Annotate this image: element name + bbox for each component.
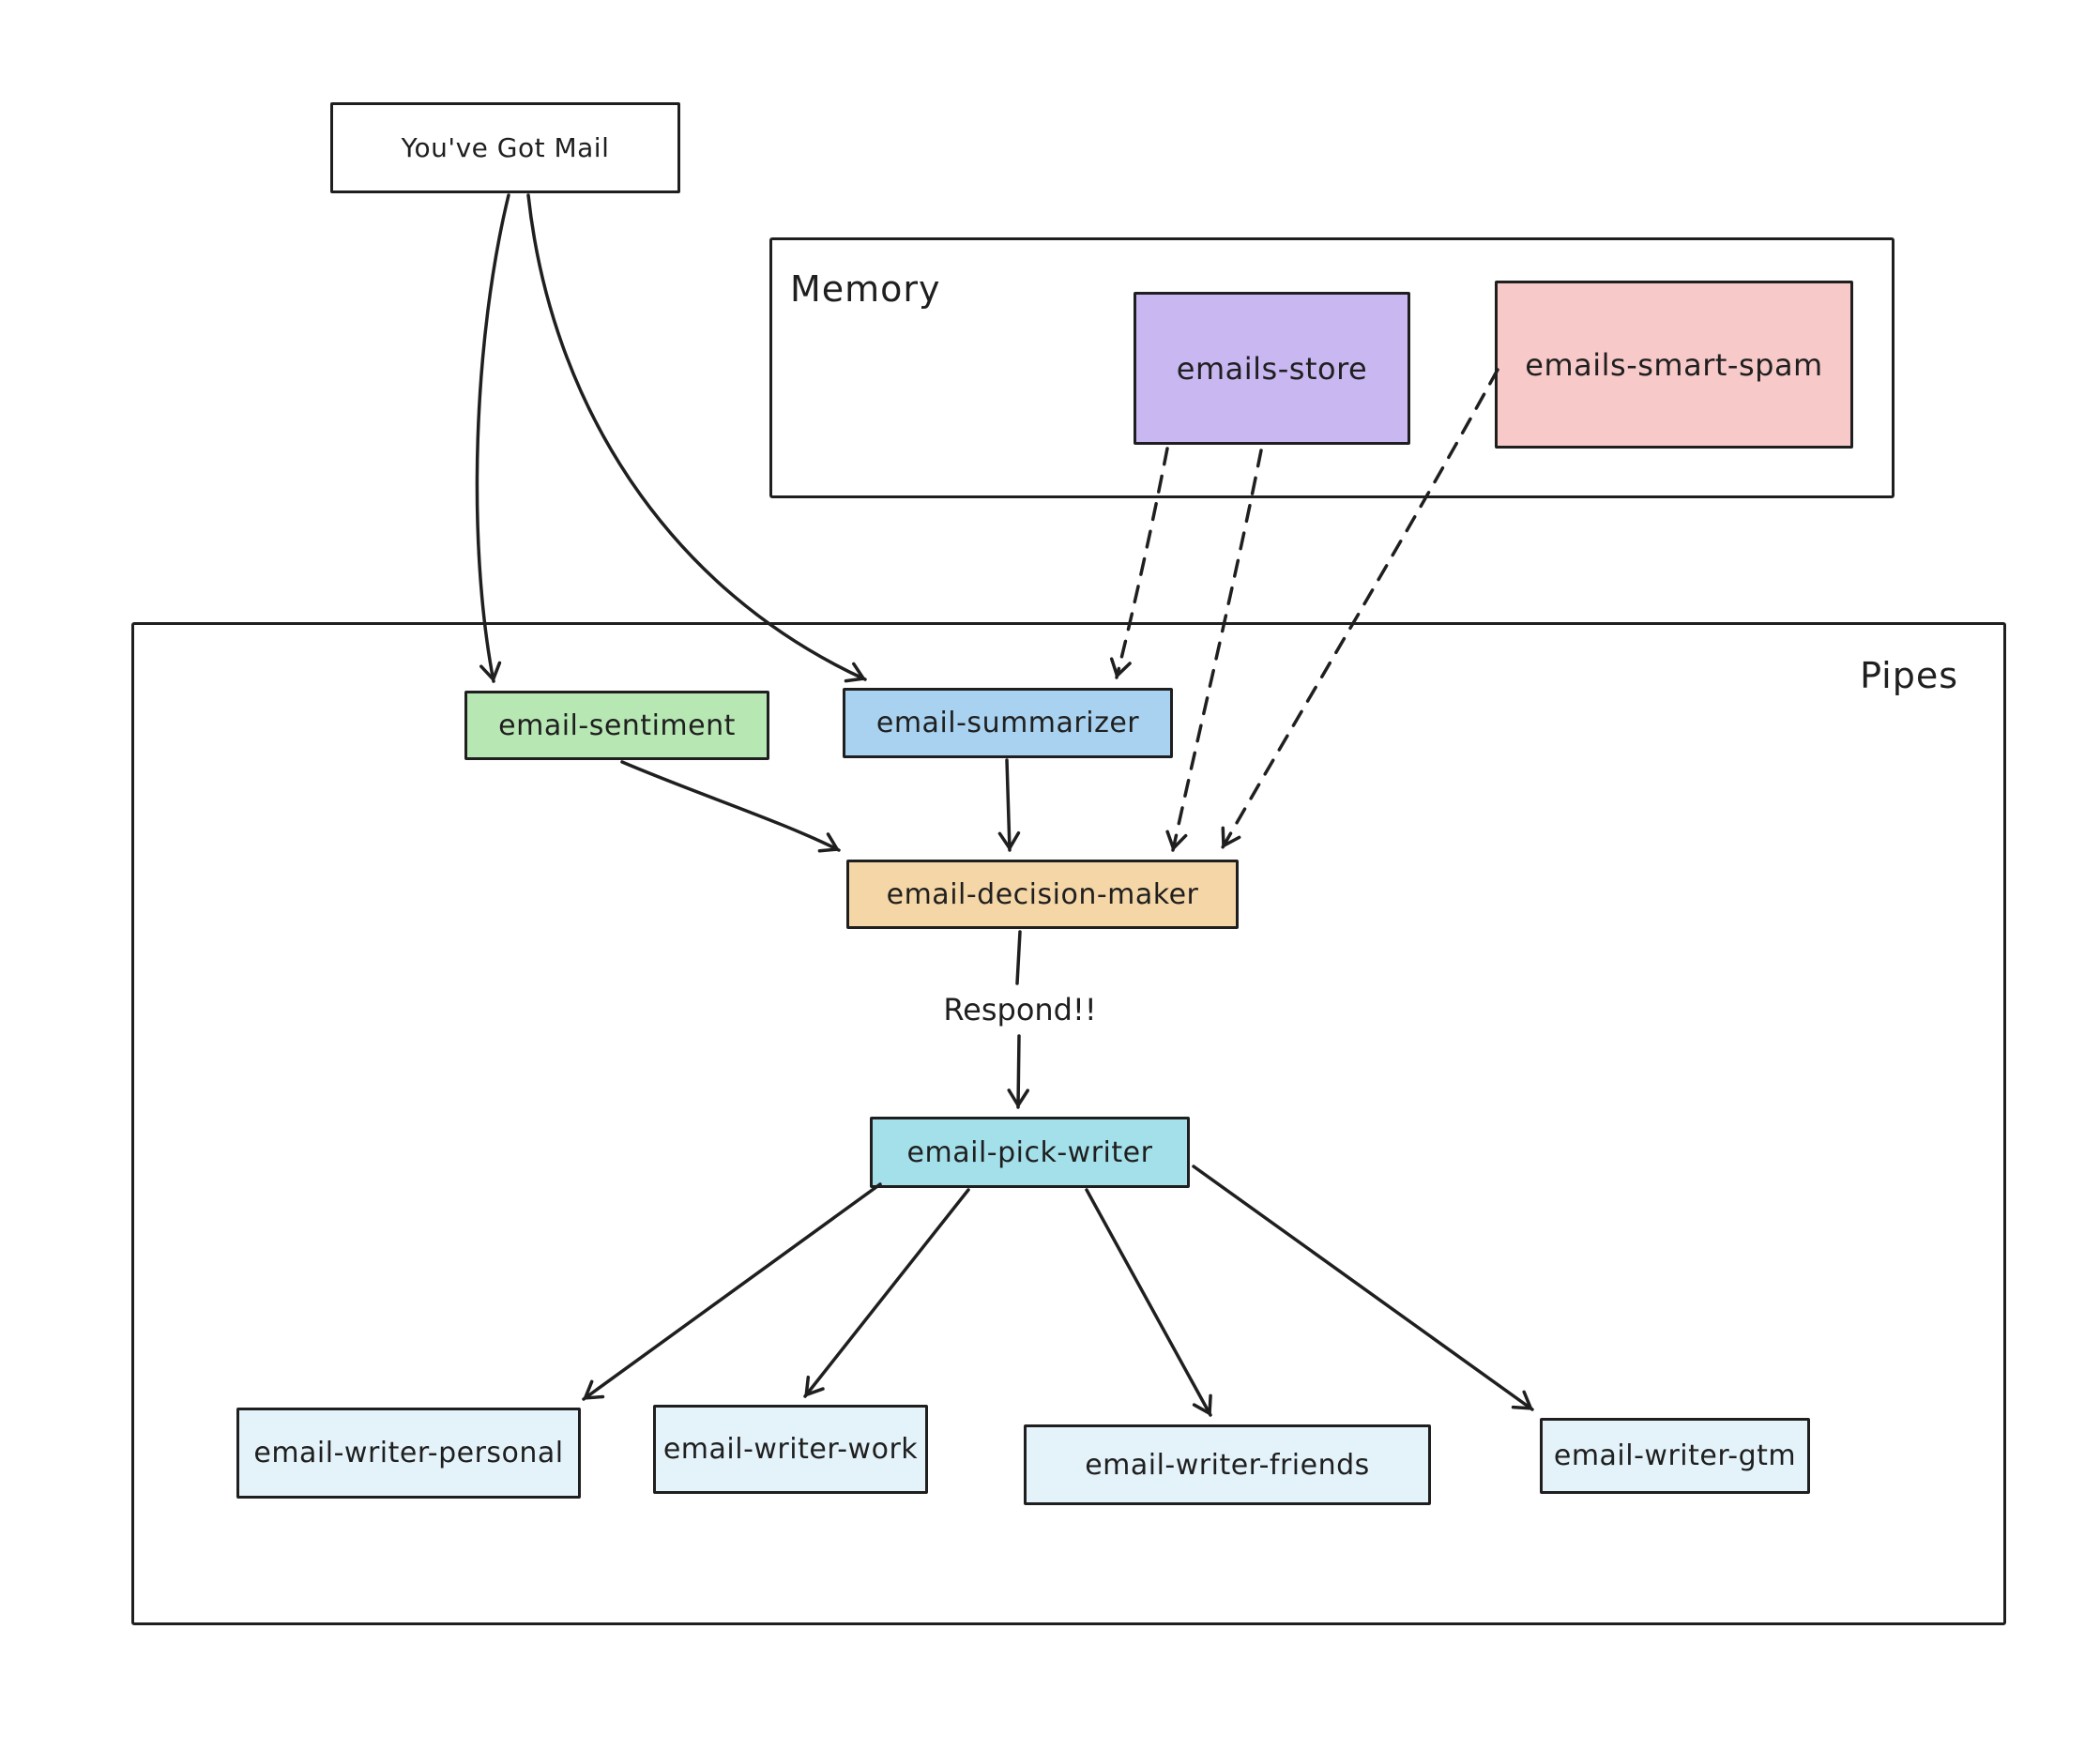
node-email-writer-work[interactable]: email-writer-work xyxy=(653,1405,928,1494)
node-email-writer-personal-label: email-writer-personal xyxy=(253,1437,564,1469)
node-youve-got-mail-label: You've Got Mail xyxy=(401,132,610,163)
node-email-writer-friends[interactable]: email-writer-friends xyxy=(1024,1424,1431,1505)
node-emails-smart-spam[interactable]: emails-smart-spam xyxy=(1495,281,1853,449)
memory-container-label: Memory xyxy=(790,268,941,310)
node-email-summarizer-label: email-summarizer xyxy=(875,707,1140,739)
node-email-writer-friends-label: email-writer-friends xyxy=(1085,1448,1370,1482)
node-emails-store-label: emails-store xyxy=(1176,350,1368,387)
node-email-writer-gtm[interactable]: email-writer-gtm xyxy=(1540,1418,1810,1494)
node-email-decision-maker-label: email-decision-maker xyxy=(886,877,1199,911)
node-email-decision-maker[interactable]: email-decision-maker xyxy=(846,860,1239,929)
node-email-pick-writer[interactable]: email-pick-writer xyxy=(870,1117,1190,1188)
node-youve-got-mail[interactable]: You've Got Mail xyxy=(330,102,680,193)
node-email-sentiment[interactable]: email-sentiment xyxy=(464,691,769,760)
pipes-container-label: Pipes xyxy=(1860,655,1958,696)
node-email-writer-work-label: email-writer-work xyxy=(662,1433,919,1466)
node-emails-store[interactable]: emails-store xyxy=(1134,292,1410,445)
node-email-pick-writer-label: email-pick-writer xyxy=(906,1135,1153,1169)
node-email-summarizer[interactable]: email-summarizer xyxy=(843,688,1173,758)
node-emails-smart-spam-label: emails-smart-spam xyxy=(1525,346,1823,383)
node-email-sentiment-label: email-sentiment xyxy=(498,708,736,742)
edge-ygm-to-sentiment[interactable] xyxy=(475,193,510,683)
edge-label-respond: Respond!! xyxy=(937,992,1103,1028)
node-email-writer-personal[interactable]: email-writer-personal xyxy=(236,1408,581,1499)
pipes-container[interactable] xyxy=(131,622,2006,1625)
node-email-writer-gtm-label: email-writer-gtm xyxy=(1553,1439,1797,1472)
